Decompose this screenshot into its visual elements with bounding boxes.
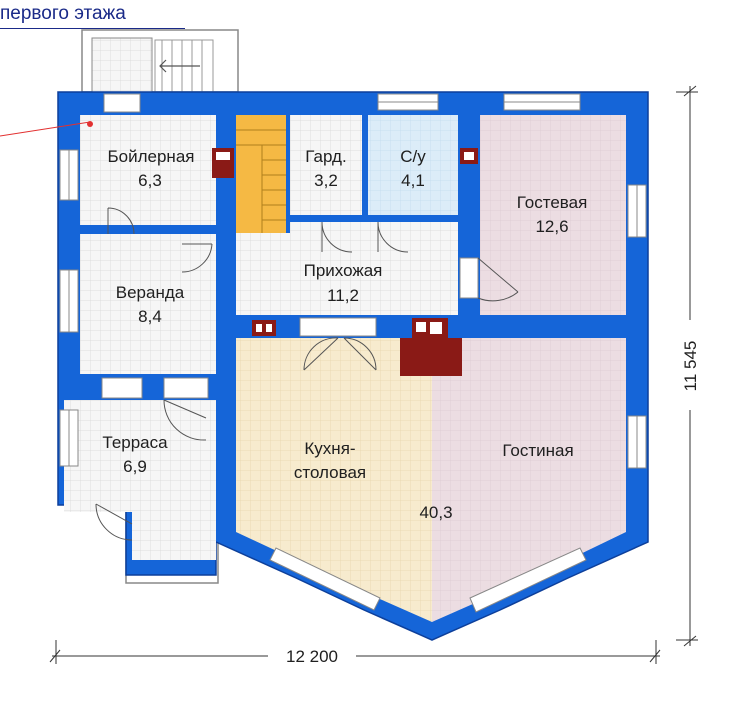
room-bathroom [368,115,458,215]
area-wardrobe: 3,2 [314,171,338,190]
room-veranda [80,234,216,374]
label-bathroom: С/у [400,147,426,166]
stove-chimney [252,320,276,336]
area-veranda: 8,4 [138,307,162,326]
room-boiler [80,115,216,225]
label-kitchen-line1: Кухня- [304,439,355,458]
area-boiler: 6,3 [138,171,162,190]
dimension-height: 11 545 [681,341,700,392]
room-wardrobe [290,115,362,215]
label-boiler: Бойлерная [108,147,195,166]
dimension-height-line [676,85,698,647]
area-kitchen-living: 40,3 [419,503,452,522]
area-guest: 12,6 [535,217,568,236]
stair-well [236,115,286,233]
dimension-width-line [49,640,661,664]
kitchen-stove [400,318,462,376]
label-wardrobe: Гард. [305,147,346,166]
label-kitchen-line2: столовая [294,463,366,482]
top-porch [81,29,239,93]
room-hall [236,222,458,315]
label-hall: Прихожая [304,261,383,280]
stairs-arrow-icon [159,59,200,73]
room-guest [480,115,626,315]
label-guest: Гостевая [517,193,588,212]
room-kitchen [236,338,432,622]
boiler-stove [212,148,234,178]
pointer-line [0,121,91,137]
pointer-dot [87,121,93,127]
label-living: Гостиная [502,441,573,460]
stair-treads [236,129,286,233]
stove-chimney [460,148,478,164]
doors [95,207,519,541]
room-terrace [64,400,216,560]
label-terrace: Терраса [102,433,168,452]
area-bathroom: 4,1 [401,171,425,190]
dimension-width: 12 200 [286,647,338,666]
plan-title: первого этажа [0,2,185,29]
windows [59,93,647,613]
label-veranda: Веранда [116,283,185,302]
area-hall: 11,2 [327,286,359,305]
area-terrace: 6,9 [123,457,147,476]
